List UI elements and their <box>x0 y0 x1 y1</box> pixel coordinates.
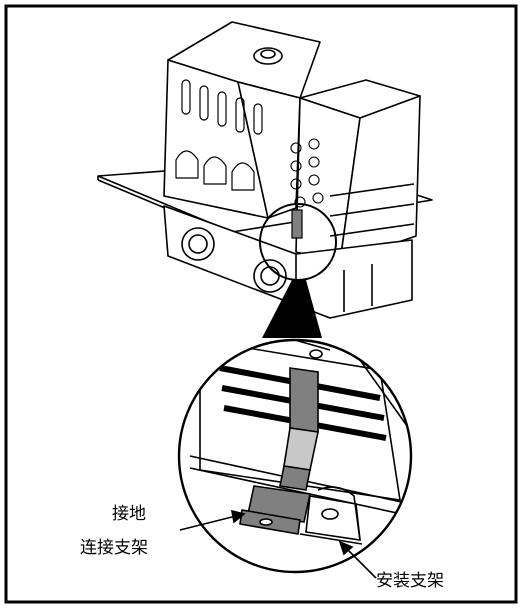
fan-left <box>181 227 215 261</box>
callout-connector <box>262 280 322 338</box>
mounting-bracket-arrow <box>345 547 377 579</box>
leader-lines <box>179 509 377 579</box>
fan-right <box>253 259 287 293</box>
detail-callout-large <box>177 338 413 574</box>
drive-unit <box>97 21 433 319</box>
ground-bracket-label-line2: 连接支架 <box>80 538 148 558</box>
terminal-holes <box>290 138 324 208</box>
mounting-bracket-label: 安装支架 <box>376 571 444 591</box>
ground-strap <box>289 367 319 433</box>
ground-bracket-arrow <box>179 515 237 531</box>
ground-bracket-label-line1: 接地 <box>112 504 146 524</box>
vent-slots <box>175 79 263 191</box>
